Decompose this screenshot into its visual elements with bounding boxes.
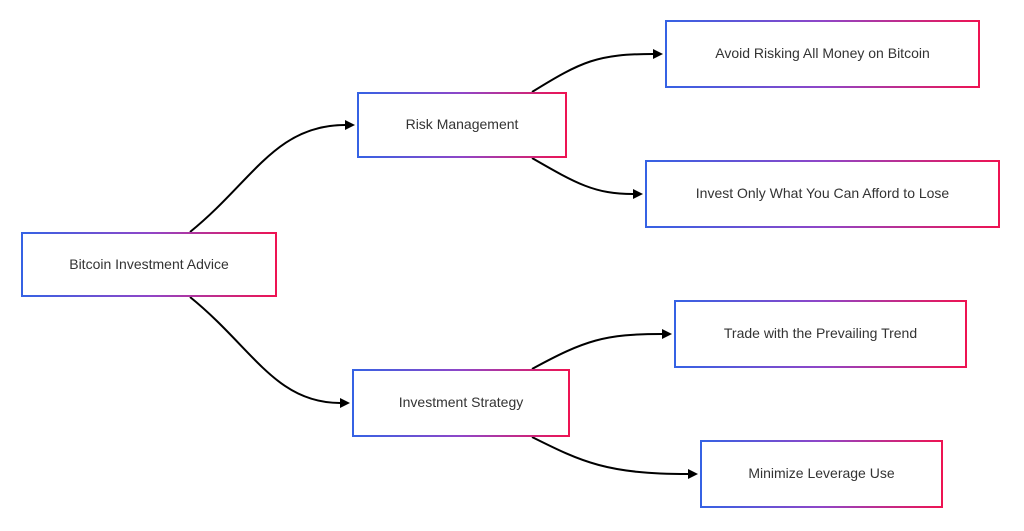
node-avoid-risking-all: Avoid Risking All Money on Bitcoin: [665, 20, 980, 88]
node-label: Risk Management: [405, 116, 519, 133]
node-label: Trade with the Prevailing Trend: [723, 325, 918, 342]
edge-root-to-investment-strategy: [189, 296, 350, 408]
node-bitcoin-investment-advice: Bitcoin Investment Advice: [21, 232, 277, 297]
node-label: Avoid Risking All Money on Bitcoin: [715, 45, 930, 62]
edge-risk-to-invest-only-affordable: [531, 157, 643, 199]
edge-risk-to-avoid-risking-all: [531, 49, 663, 93]
node-risk-management: Risk Management: [357, 92, 567, 158]
node-trade-with-trend: Trade with the Prevailing Trend: [674, 300, 967, 368]
node-investment-strategy: Investment Strategy: [352, 369, 570, 437]
node-label: Bitcoin Investment Advice: [69, 255, 229, 272]
node-minimize-leverage: Minimize Leverage Use: [700, 440, 943, 508]
node-invest-only-affordable: Invest Only What You Can Afford to Lose: [645, 160, 1000, 228]
node-label: Investment Strategy: [398, 394, 524, 411]
node-label: Invest Only What You Can Afford to Lose: [695, 185, 950, 202]
node-label: Minimize Leverage Use: [748, 465, 895, 482]
edge-strategy-to-trade-with-trend: [531, 329, 672, 370]
edge-root-to-risk-management: [189, 120, 355, 233]
edge-strategy-to-minimize-leverage: [531, 436, 698, 479]
